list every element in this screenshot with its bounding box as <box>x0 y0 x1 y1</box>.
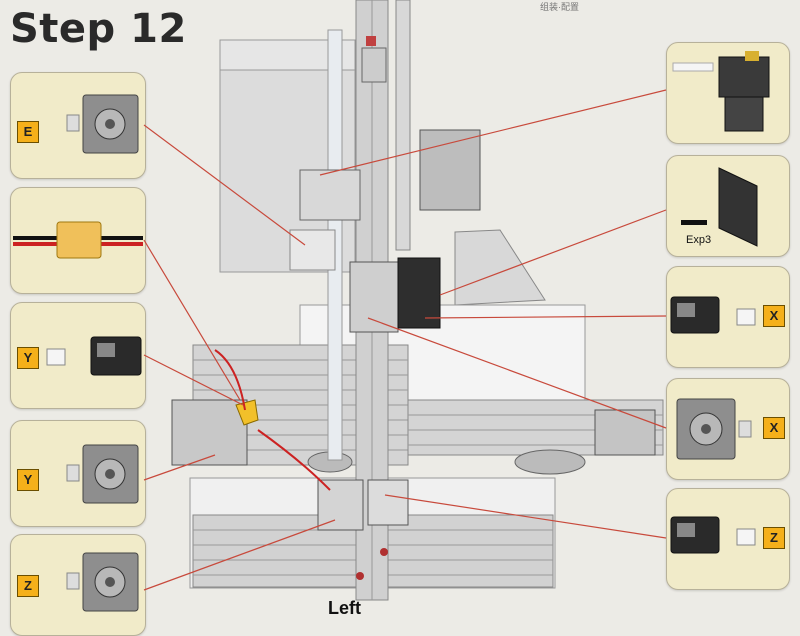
stepper-motor-icon <box>676 398 752 460</box>
tag-x-motor: X <box>763 417 785 439</box>
stepper-motor-icon <box>66 444 139 504</box>
endstop-switch-icon <box>46 336 142 376</box>
panel-extruder-assembly <box>666 42 790 144</box>
panel-x-motor: X <box>666 378 790 480</box>
page-title: Step 12 <box>10 6 187 52</box>
tag-e: E <box>17 121 39 143</box>
exp3-label: Exp3 <box>686 234 712 246</box>
panel-z-motor: Z <box>10 534 146 636</box>
panel-e-motor: E <box>10 72 146 179</box>
stepper-motor-icon <box>66 552 139 612</box>
tag-x-endstop: X <box>763 305 785 327</box>
panel-power-connector <box>10 187 146 294</box>
panel-exp3 <box>666 155 790 257</box>
top-note: 组装·配置 <box>540 2 579 12</box>
tag-z-endstop: Z <box>763 527 785 549</box>
endstop-switch-icon <box>670 296 756 334</box>
panel-x-endstop: X <box>666 266 790 368</box>
panel-y-motor: Y <box>10 420 146 527</box>
panel-z-endstop: Z <box>666 488 790 590</box>
extruder-assembly-icon <box>672 51 770 132</box>
panel-y-endstop: Y <box>10 302 146 409</box>
stepper-motor-icon <box>66 94 139 154</box>
lcd-module-icon <box>681 167 758 247</box>
power-connector-icon <box>13 221 143 259</box>
endstop-switch-icon <box>670 516 756 554</box>
tag-y-endstop: Y <box>17 347 39 369</box>
tag-y-motor: Y <box>17 469 39 491</box>
tag-z-motor: Z <box>17 575 39 597</box>
view-label-left: Left <box>328 598 361 618</box>
